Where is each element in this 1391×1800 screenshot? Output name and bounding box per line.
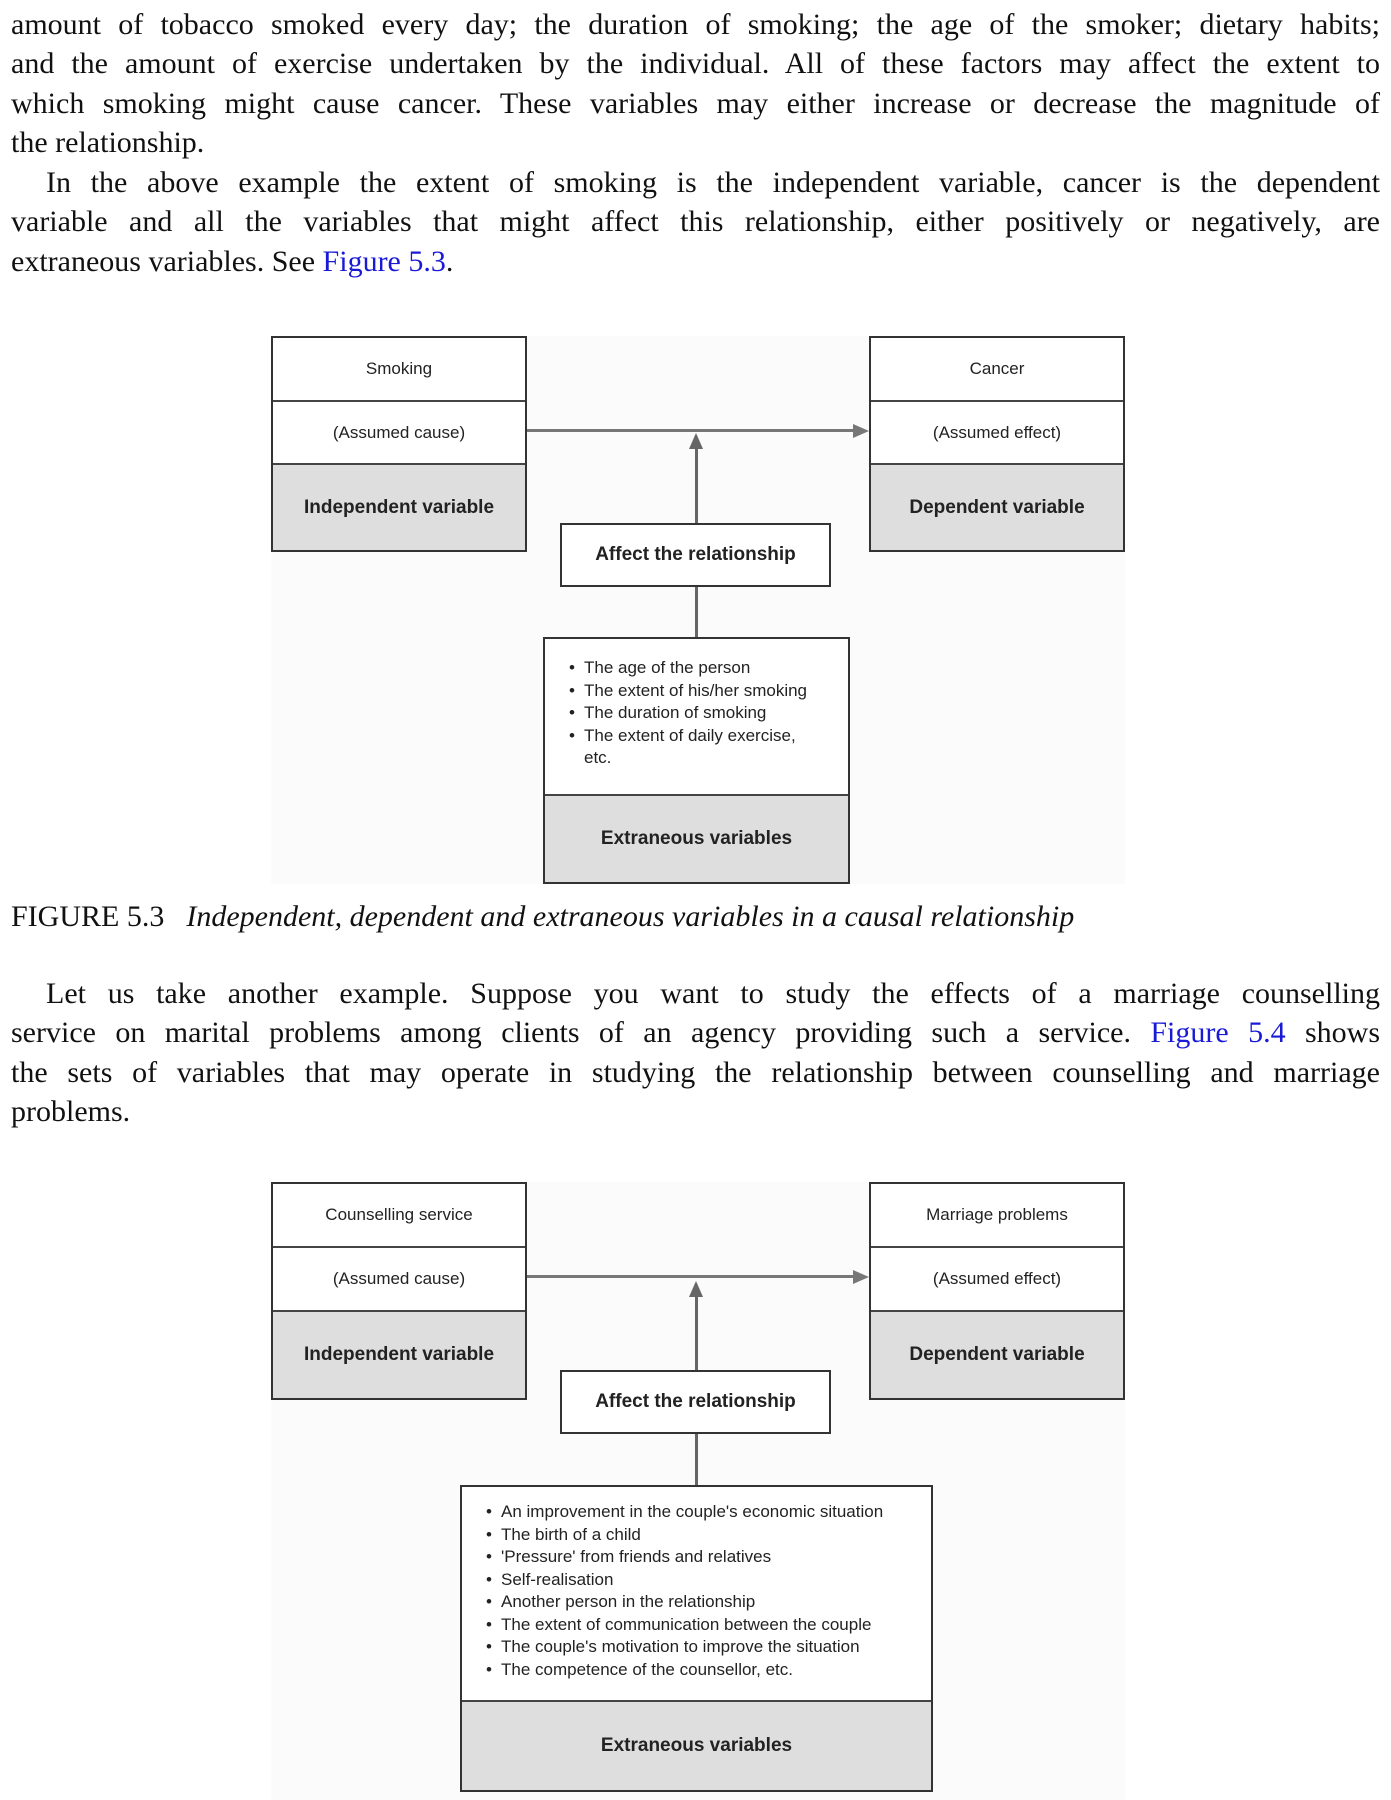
variable-label: Dependent variable: [871, 463, 1123, 550]
paragraph-3: Let us take another example. Suppose you…: [11, 974, 1380, 1132]
affect-arrow-line: [695, 445, 698, 523]
text-segment: In the above example the extent of smoki…: [46, 166, 1380, 199]
dependent-variable-box: Marriage problems (Assumed effect) Depen…: [869, 1182, 1125, 1400]
connector-line: [695, 587, 698, 637]
text-line: which smoking might cause cancer. These …: [11, 84, 1380, 123]
extraneous-label: Extraneous variables: [462, 1700, 931, 1790]
arrow-up-icon: [689, 433, 703, 449]
paragraph-2: In the above example the extent of smoki…: [11, 163, 1380, 281]
variable-label: Independent variable: [273, 1310, 525, 1398]
figure-link[interactable]: Figure 5.3: [322, 244, 446, 278]
causal-arrow-line: [527, 1275, 855, 1278]
extraneous-variables-box: The age of the person The extent of his/…: [543, 637, 850, 884]
list-item: An improvement in the couple's economic …: [486, 1501, 883, 1524]
extraneous-list: An improvement in the couple's economic …: [486, 1501, 883, 1681]
text-line: In the above example the extent of smoki…: [11, 163, 1380, 202]
text-segment: and the amount of exercise undertaken by…: [11, 47, 1380, 81]
text-segment: the sets of variables that may operate i…: [11, 1055, 1380, 1089]
list-item: The extent of daily exercise,: [569, 725, 807, 748]
caption-number: FIGURE 5.3: [11, 900, 165, 933]
variable-name: Cancer: [969, 359, 1025, 378]
list-item: The birth of a child: [486, 1524, 883, 1547]
extraneous-label: Extraneous variables: [545, 794, 848, 882]
list-item: The extent of his/her smoking: [569, 680, 807, 703]
text-line: service on marital problems among client…: [11, 1013, 1380, 1052]
list-item: The couple's motivation to improve the s…: [486, 1636, 883, 1659]
list-item: 'Pressure' from friends and relatives: [486, 1546, 883, 1569]
arrow-right-icon: [853, 1270, 869, 1284]
variable-role: (Assumed effect): [871, 400, 1123, 463]
text-line: the sets of variables that may operate i…: [11, 1053, 1380, 1092]
text-segment: variable and all the variables that migh…: [11, 205, 1380, 239]
list-item: Self-realisation: [486, 1569, 883, 1592]
variable-role: (Assumed cause): [273, 400, 525, 463]
variable-name: Marriage problems: [926, 1205, 1068, 1224]
list-item: The competence of the counsellor, etc.: [486, 1659, 883, 1682]
text-segment: problems.: [11, 1095, 131, 1129]
list-item: The age of the person: [569, 657, 807, 680]
arrow-right-icon: [853, 424, 869, 438]
text-segment: service on marital problems among client…: [11, 1016, 1151, 1050]
text-line: problems.: [11, 1092, 1380, 1131]
affect-arrow-line: [695, 1292, 698, 1370]
variable-name: Counselling service: [325, 1205, 473, 1224]
affect-relationship-box: Affect the relationship: [560, 1370, 831, 1434]
caption-title: Independent, dependent and extraneous va…: [186, 900, 1075, 933]
text-line: Let us take another example. Suppose you…: [11, 974, 1380, 1013]
list-item: Another person in the relationship: [486, 1591, 883, 1614]
connector-line: [695, 1434, 698, 1485]
text-line: amount of tobacco smoked every day; the …: [11, 5, 1380, 44]
variable-label: Independent variable: [273, 463, 525, 550]
text-segment: extraneous variables. See: [11, 244, 323, 278]
list-item-continuation: etc.: [584, 748, 612, 767]
variable-role: (Assumed effect): [871, 1246, 1123, 1310]
extraneous-list: The age of the person The extent of his/…: [569, 657, 807, 770]
variable-name: Smoking: [365, 359, 433, 378]
text-segment: the relationship.: [11, 126, 205, 160]
figure-link[interactable]: Figure 5.4: [1150, 1016, 1286, 1050]
text-segment: which smoking might cause cancer. These …: [11, 86, 1380, 120]
text-line: extraneous variables. See Figure 5.3.: [11, 242, 1380, 281]
extraneous-variables-box: An improvement in the couple's economic …: [460, 1485, 933, 1792]
dependent-variable-box: Cancer (Assumed effect) Dependent variab…: [869, 336, 1125, 552]
figure-caption: FIGURE 5.3 Independent, dependent and ext…: [11, 900, 1074, 934]
independent-variable-box: Smoking (Assumed cause) Independent vari…: [271, 336, 527, 552]
affect-relationship-box: Affect the relationship: [560, 523, 831, 587]
variable-role: (Assumed cause): [273, 1246, 525, 1310]
list-item: The extent of communication between the …: [486, 1614, 883, 1637]
text-segment: Let us take another example. Suppose you…: [46, 977, 1380, 1010]
arrow-up-icon: [689, 1281, 703, 1297]
text-line: variable and all the variables that migh…: [11, 202, 1380, 241]
variable-label: Dependent variable: [871, 1310, 1123, 1398]
independent-variable-box: Counselling service (Assumed cause) Inde…: [271, 1182, 527, 1400]
text-segment: shows: [1285, 1016, 1381, 1050]
causal-arrow-line: [527, 429, 855, 432]
text-line: and the amount of exercise undertaken by…: [11, 44, 1380, 83]
text-segment: .: [445, 244, 454, 278]
list-item: The duration of smoking: [569, 702, 807, 725]
text-line: the relationship.: [11, 123, 1380, 162]
text-segment: amount of tobacco smoked every day; the …: [11, 8, 1380, 41]
paragraph-1: amount of tobacco smoked every day; the …: [11, 5, 1380, 163]
